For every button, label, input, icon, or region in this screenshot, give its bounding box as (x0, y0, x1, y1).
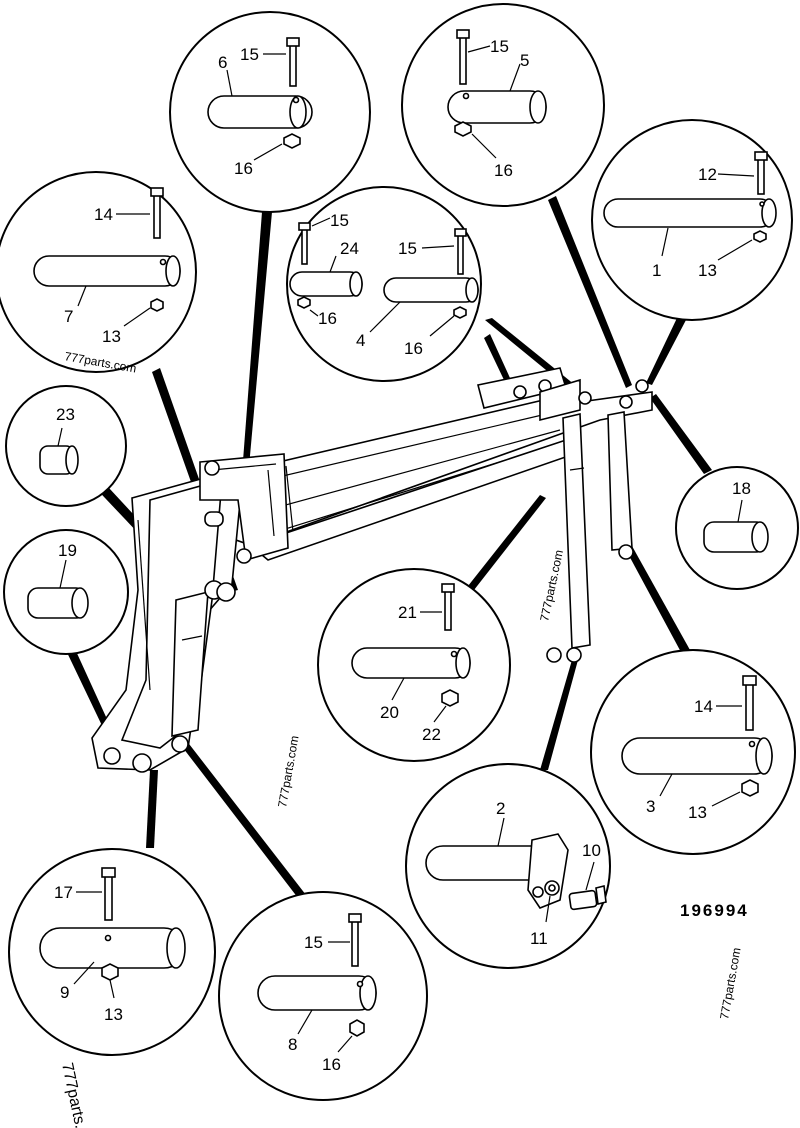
detail-circle-pin-7: 14 7 13 777parts.com (0, 171, 197, 376)
label-13: 13 (698, 261, 717, 280)
label-8: 8 (288, 1035, 297, 1054)
label-16: 16 (494, 161, 513, 180)
watermark: 777parts.com (275, 734, 301, 808)
detail-circle-bush-23: 23 (5, 385, 127, 507)
label-15: 15 (240, 45, 259, 64)
label-18: 18 (732, 479, 751, 498)
watermark: 777parts.c (58, 1061, 90, 1128)
detail-circle-pin-9: 17 9 13 (8, 848, 216, 1056)
label-16: 16 (322, 1055, 341, 1074)
detail-circle-bush-19: 19 (3, 529, 129, 655)
detail-circle-pin-6: 6 15 16 (169, 11, 371, 213)
label-6: 6 (218, 53, 227, 72)
label-2: 2 (496, 799, 505, 818)
label-15: 15 (398, 239, 417, 258)
label-5: 5 (520, 51, 529, 70)
label-13: 13 (104, 1005, 123, 1024)
label-24: 24 (340, 239, 359, 258)
label-21: 21 (398, 603, 417, 622)
detail-circle-pin-20: 21 20 22 (317, 568, 511, 762)
label-16: 16 (318, 309, 337, 328)
label-17: 17 (54, 883, 73, 902)
loader-arm-assembly (91, 367, 653, 773)
detail-circle-pin-1: 12 1 13 (591, 119, 793, 321)
label-4: 4 (356, 331, 365, 350)
label-20: 20 (380, 703, 399, 722)
label-15: 15 (490, 37, 509, 56)
label-1: 1 (652, 261, 661, 280)
label-7: 7 (64, 307, 73, 326)
drawing-number: 196994 (680, 901, 749, 920)
label-3: 3 (646, 797, 655, 816)
label-15: 15 (304, 933, 323, 952)
label-13: 13 (688, 803, 707, 822)
watermark: 777parts.com (537, 549, 566, 623)
label-15: 15 (330, 211, 349, 230)
label-14: 14 (94, 205, 113, 224)
detail-circle-pin-5: 15 5 16 (401, 3, 605, 207)
detail-circle-pin-8: 15 8 16 (218, 891, 428, 1101)
label-10: 10 (582, 841, 601, 860)
label-23: 23 (56, 405, 75, 424)
watermark: 777parts.com (717, 946, 743, 1020)
detail-circle-pin-2: 2 10 11 (405, 763, 611, 969)
label-16: 16 (404, 339, 423, 358)
label-14: 14 (694, 697, 713, 716)
boom-beam (235, 391, 653, 546)
detail-circle-bush-18: 18 (675, 466, 799, 590)
label-16: 16 (234, 159, 253, 178)
detail-circle-pin-3: 14 3 13 (590, 649, 796, 855)
label-11: 11 (530, 929, 548, 948)
label-13: 13 (102, 327, 121, 346)
label-19: 19 (58, 541, 77, 560)
label-22: 22 (422, 725, 441, 744)
label-12: 12 (698, 165, 717, 184)
label-9: 9 (60, 983, 69, 1002)
detail-circle-pins-24-4: 15 24 15 16 4 16 (286, 186, 482, 382)
